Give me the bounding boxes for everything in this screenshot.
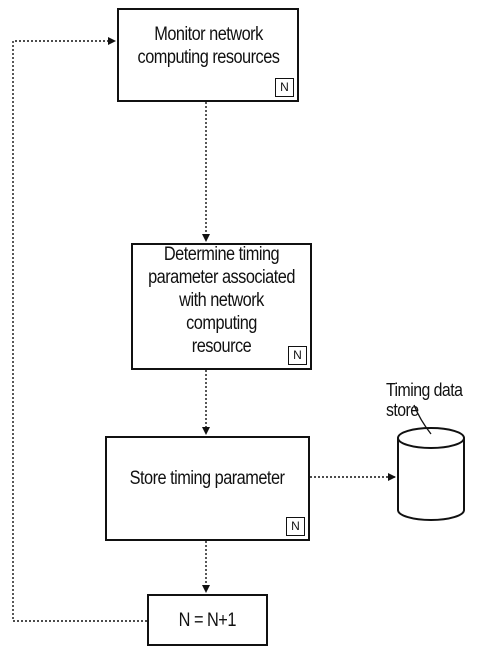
database-cylinder-icon [397,427,465,521]
step-increment-counter: N = N+1 [147,594,268,646]
step-monitor-label: Monitor network computing resources [137,24,279,68]
n-badge: N [288,346,307,365]
step-monitor-resources: Monitor network computing resources N [117,8,299,102]
datastore-callout-line [413,404,432,435]
step-determine-label: Determine timing parameter associated wi… [148,244,295,357]
n-badge: N [275,78,294,97]
datastore-label: Timing data store [386,380,463,420]
loop-back-connector [12,37,147,622]
step-store-timing: Store timing parameter N [105,436,310,541]
step-determine-timing: Determine timing parameter associated wi… [131,243,312,370]
step-increment-label: N = N+1 [178,609,237,631]
step-store-label: Store timing parameter [130,468,285,489]
n-badge: N [286,517,305,536]
